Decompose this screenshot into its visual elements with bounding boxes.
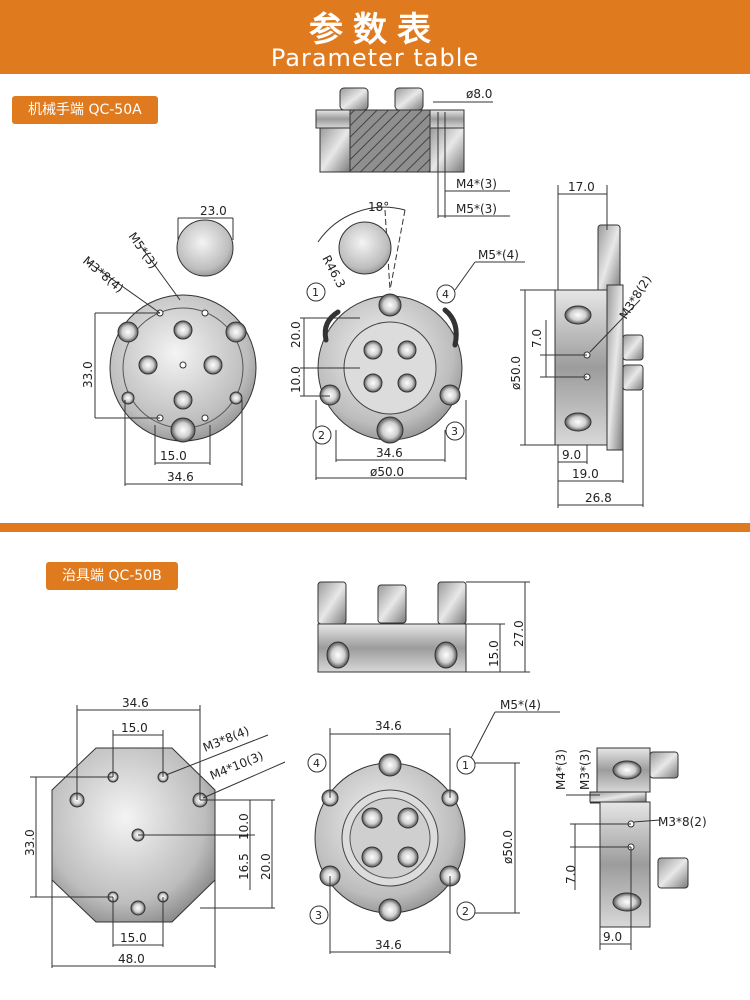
marker-2: 2 <box>318 429 325 442</box>
section-tag-qc50a: 机械手端 QC-50A <box>12 96 158 124</box>
dim-34-6: 34.6 <box>167 470 194 484</box>
dim-10-b: 10.0 <box>237 813 251 840</box>
dim-33: 33.0 <box>81 361 95 388</box>
label-m3-8-2-b: M3*8(2) <box>658 815 707 829</box>
qc50a-left-view <box>87 217 257 486</box>
marker-3: 3 <box>451 425 458 438</box>
dim-d50-b: ø50.0 <box>501 830 515 864</box>
label-m4-10-3: M4*10(3) <box>208 749 265 783</box>
dim-15-b2: 15.0 <box>120 931 147 945</box>
dim-34-6-center: 34.6 <box>376 446 403 460</box>
dim-10: 10.0 <box>289 366 303 393</box>
label-m3-8-4: M3*8(4) <box>80 254 126 296</box>
dim-d50: ø50.0 <box>370 465 404 479</box>
dim-15-front: 15.0 <box>487 640 501 667</box>
qc50b-front-view <box>317 581 530 673</box>
qc50a-side-view <box>520 185 644 508</box>
dim-20: 20.0 <box>289 321 303 348</box>
qc50b-side-view <box>566 747 689 950</box>
dim-16-5: 16.5 <box>237 853 251 880</box>
dim-9: 9.0 <box>562 448 581 462</box>
section-tag-qc50b: 治具端 QC-50B <box>46 562 178 590</box>
dim-19: 19.0 <box>572 467 599 481</box>
label-m4-3: M4*(3) <box>456 177 497 191</box>
dim-23: 23.0 <box>200 204 227 218</box>
dim-33-b: 33.0 <box>23 829 37 856</box>
label-m5-3: M5*(3) <box>456 202 497 216</box>
dim-7: 7.0 <box>530 329 544 348</box>
dim-20-b: 20.0 <box>259 853 273 880</box>
dim-34-6-b: 34.6 <box>122 696 149 710</box>
dim-angle-18: 18° <box>368 200 389 214</box>
label-m3-3-b: M3*(3) <box>578 749 592 790</box>
dim-diameter-8: ø8.0 <box>466 87 492 101</box>
dim-27: 27.0 <box>512 620 526 647</box>
marker-1-b: 1 <box>462 759 469 772</box>
marker-3-b: 3 <box>315 909 322 922</box>
qc50a-top-section-view <box>315 87 510 218</box>
label-m3-8-4-b: M3*8(4) <box>201 724 251 755</box>
dim-26-8: 26.8 <box>585 491 612 505</box>
marker-1: 1 <box>312 286 319 299</box>
page-header: 参数表 Parameter table <box>0 0 750 74</box>
section-divider <box>0 523 750 532</box>
marker-2-b: 2 <box>462 905 469 918</box>
label-m5-4: M5*(4) <box>478 248 519 262</box>
dim-15: 15.0 <box>160 449 187 463</box>
dim-17: 17.0 <box>568 180 595 194</box>
marker-4-b: 4 <box>313 757 320 770</box>
dim-15-b: 15.0 <box>121 721 148 735</box>
dim-34-6-b-top: 34.6 <box>375 719 402 733</box>
label-m5-3-left: M5*(3) <box>126 230 161 272</box>
qc50b-left-view <box>30 705 286 968</box>
dim-d50-side: ø50.0 <box>509 356 523 390</box>
dim-9-b: 9.0 <box>603 930 622 944</box>
marker-4: 4 <box>442 288 449 301</box>
qc50b-center-view <box>307 711 560 954</box>
page-title: 参数表 <box>309 10 441 50</box>
dim-48: 48.0 <box>118 952 145 966</box>
label-m4-3-b: M4*(3) <box>554 749 568 790</box>
qc50a-center-view <box>300 206 525 480</box>
dim-7-b: 7.0 <box>564 865 578 884</box>
page-subtitle: Parameter table <box>270 44 480 72</box>
dim-34-6-b-bottom: 34.6 <box>375 938 402 952</box>
label-m5-4-b: M5*(4) <box>500 698 541 712</box>
